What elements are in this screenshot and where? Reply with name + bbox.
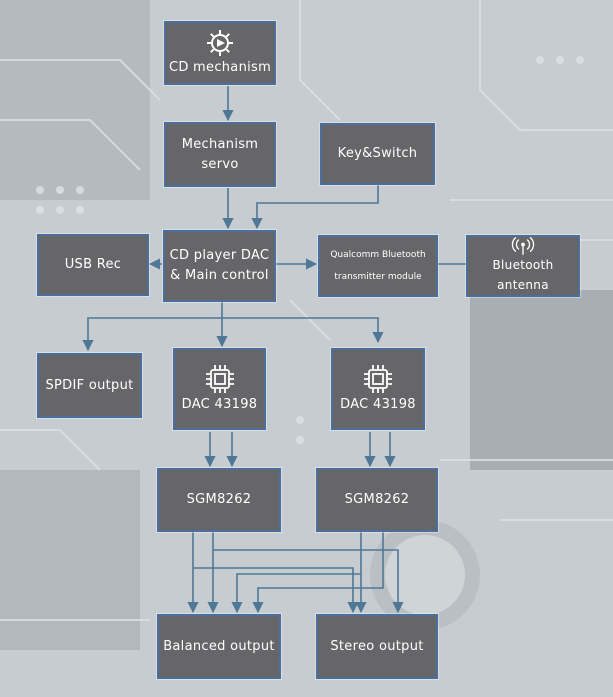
node-label-line1: Mechanism bbox=[181, 136, 259, 152]
edge-sgml-to-stereo-b bbox=[193, 567, 359, 614]
node-label: Stereo output bbox=[330, 638, 424, 654]
node-dac-right: DAC 43198 bbox=[331, 348, 425, 430]
edge-main-to-spdif bbox=[82, 317, 222, 352]
node-bluetooth-module: Qualcomm Bluetooth transmitter module bbox=[318, 235, 438, 297]
node-balanced-output: Balanced output bbox=[157, 614, 281, 679]
node-main-control: CD player DAC & Main control bbox=[163, 230, 276, 302]
antenna-icon bbox=[511, 237, 535, 255]
node-label-line2: & Main control bbox=[170, 268, 269, 283]
edge-sgmr-to-balanced-b bbox=[252, 532, 384, 614]
node-spdif-output: SPDIF output bbox=[37, 353, 142, 418]
chip-icon bbox=[205, 365, 234, 393]
node-dac-left: DAC 43198 bbox=[173, 348, 266, 430]
node-usb-rec: USB Rec bbox=[37, 234, 149, 296]
node-label: Balanced output bbox=[163, 638, 275, 654]
edge-key-to-main bbox=[251, 185, 379, 230]
node-label-line1: CD player DAC bbox=[169, 248, 270, 263]
node-label: CD mechanism bbox=[168, 60, 272, 75]
node-label: SPDIF output bbox=[45, 377, 134, 393]
node-label-line2: servo bbox=[201, 156, 239, 172]
node-label-line2: transmitter module bbox=[334, 272, 422, 282]
node-label: USB Rec bbox=[64, 257, 122, 272]
node-label: Bluetooth antenna bbox=[492, 258, 554, 292]
node-bluetooth-antenna: Bluetooth antenna bbox=[466, 235, 580, 297]
edge-main-to-dac-right bbox=[222, 317, 384, 344]
edge-sgml-to-stereo-a bbox=[213, 549, 404, 614]
chip-icon bbox=[364, 365, 392, 393]
node-label: DAC 43198 bbox=[181, 397, 258, 412]
gear-icon bbox=[207, 30, 233, 56]
node-cd-mechanism: CD mechanism bbox=[164, 21, 276, 85]
node-label: DAC 43198 bbox=[340, 397, 416, 412]
node-label-line1: Qualcomm Bluetooth bbox=[330, 250, 426, 260]
node-key-switch: Key&Switch bbox=[320, 123, 435, 185]
node-sgm-left: SGM8262 bbox=[157, 468, 281, 532]
node-sgm-right: SGM8262 bbox=[316, 468, 438, 532]
node-label: SGM8262 bbox=[186, 492, 252, 507]
node-label: SGM8262 bbox=[344, 492, 410, 507]
edge-sgmr-to-balanced-a bbox=[231, 532, 362, 614]
node-stereo-output: Stereo output bbox=[316, 614, 438, 679]
node-label: Key&Switch bbox=[337, 146, 418, 161]
node-mechanism-servo: Mechanism servo bbox=[164, 122, 276, 187]
